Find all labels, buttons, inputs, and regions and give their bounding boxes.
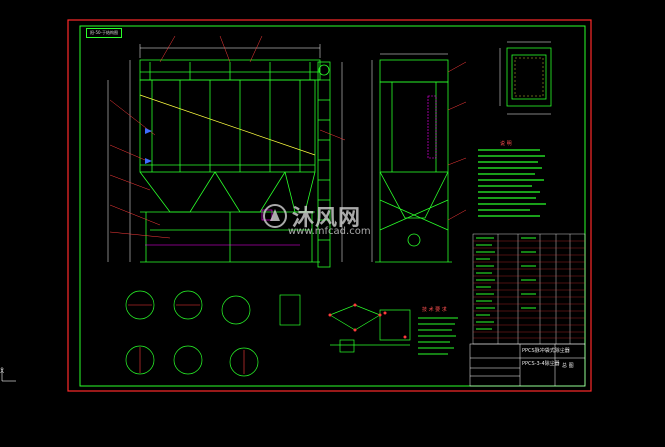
side-view [375,59,452,263]
parts-table-rows [473,240,585,339]
tech-req-title: 技 术 要 求 [422,307,447,313]
plan-inner [514,57,544,97]
flange-points [328,303,407,339]
detail-views [125,290,301,377]
watermark-url: www.mfcad.com [288,226,371,237]
plan-view [506,47,552,107]
parts-table-text [476,237,536,330]
detail-red [128,304,245,374]
axis-label: X [0,368,5,375]
parts-table [472,233,586,345]
corner-tag: 阳-50-于结构图 [86,28,122,38]
sheet-label: 总 图 [562,363,574,369]
plan-dimensions [499,41,551,115]
flange-patterns [329,304,411,353]
flow-arrows [145,128,152,164]
side-leaders [447,61,467,221]
front-highlights [145,209,300,246]
front-view [139,59,331,268]
outer-frame [67,19,592,392]
side-dimensions [371,53,448,262]
side-hatch [427,95,437,159]
title-block [469,343,586,387]
ucs-icon [1,367,16,382]
watermark-text: 沐风网 [292,206,362,231]
notes-title: 说 明 [500,141,512,147]
notes-lines [478,149,546,217]
diagonal-guide [139,94,316,156]
inner-frame [79,25,586,387]
front-dimensions [107,44,343,262]
front-leaders [109,35,346,239]
title-block-name: PPCS-3-4除尘器 [522,361,560,367]
watermark: 沐风网 www.mfcad.com [262,200,371,237]
title-block-sub: PPCS脉冲袋式除尘器 [522,348,570,354]
watermark-logo-icon [263,204,287,228]
tech-req-lines [418,317,458,355]
